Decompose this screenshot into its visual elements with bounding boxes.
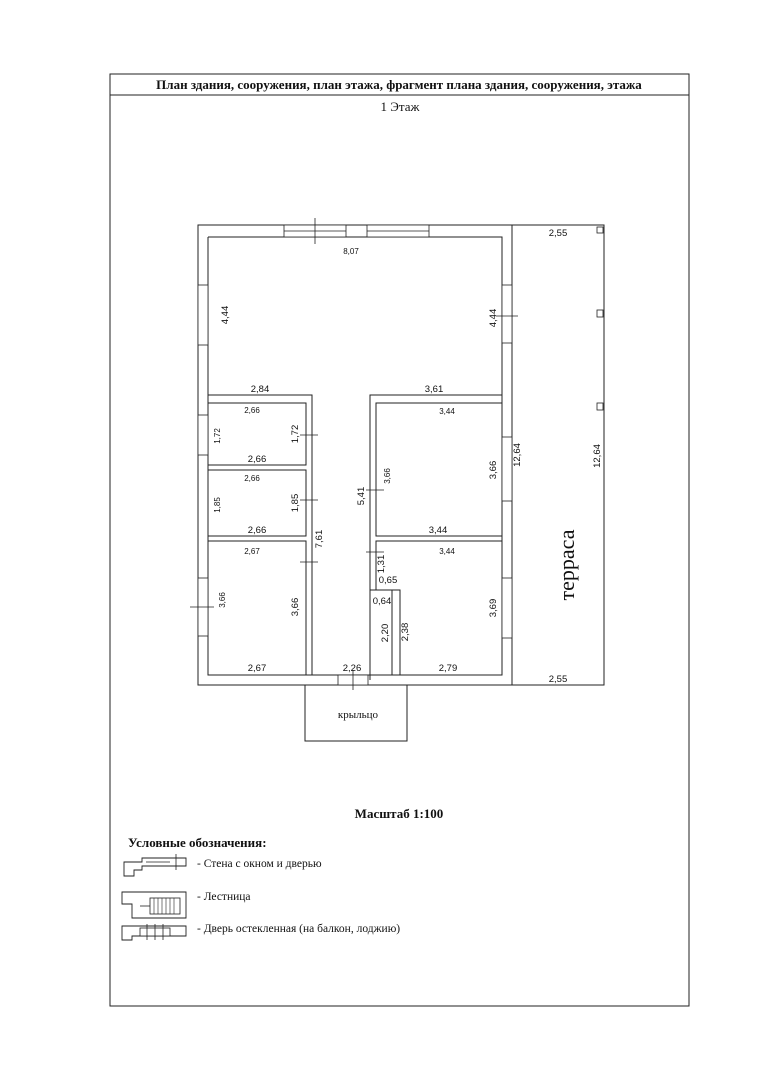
dim-r2-bottom: 2,66 [248, 525, 267, 536]
floor-label: 1 Этаж [381, 99, 421, 114]
stairs-symbol-icon [121, 891, 187, 919]
terrace-post [596, 402, 604, 411]
dim-hall-bottom-left: 2,84 [251, 384, 270, 395]
terrace-post [596, 309, 604, 318]
sheet-frame [109, 73, 690, 1007]
dim-corridor-bottom-h1: 2,20 [380, 624, 391, 643]
dim-r2-top: 2,66 [244, 474, 260, 483]
legend: Условные обозначения: - Стена с окном и … [121, 835, 400, 941]
dim-r5-right: 3,69 [488, 599, 499, 618]
window-left-room1 [197, 414, 209, 456]
dim-r1-top: 2,66 [244, 406, 260, 415]
window-right-hall [501, 284, 513, 344]
dim-r3-bottom: 2,67 [248, 663, 267, 674]
dim-r4-left: 3,66 [383, 468, 392, 484]
dim-hall-right: 4,44 [488, 309, 499, 328]
legend-item-3: - Дверь остекленная (на балкон, лоджию) [197, 923, 400, 935]
dim-top-width: 8,07 [343, 247, 359, 256]
dim-r4-bottom: 3,44 [429, 525, 448, 536]
legend-item-1: - Стена с окном и дверью [197, 858, 322, 870]
dim-corridor-step-w2: 0,64 [373, 596, 392, 607]
dim-corridor-bottom-w: 2,26 [343, 663, 362, 674]
dim-r5-top: 3,44 [439, 547, 455, 556]
window-left-hall [197, 284, 209, 346]
dim-r1-bottom: 2,66 [248, 454, 267, 465]
dim-r3-left: 3,66 [218, 592, 227, 608]
dim-r4-right: 3,66 [488, 461, 499, 480]
window-right-room4 [501, 436, 513, 502]
dim-corridor-step-h: 1,31 [376, 555, 387, 574]
dim-r3-right: 3,66 [290, 598, 301, 617]
dim-r2-right: 1,85 [290, 494, 301, 513]
legend-item-2: - Лестница [197, 891, 251, 903]
wall-window-door-symbol-icon [123, 854, 187, 877]
dim-r1-right: 1,72 [290, 425, 301, 444]
dim-terrace-bottom: 2,55 [549, 674, 568, 685]
dim-corridor-left: 7,61 [314, 530, 325, 549]
dim-house-right: 12,64 [512, 443, 523, 467]
room-5 [375, 540, 503, 676]
room-4 [375, 402, 503, 537]
glazed-door-symbol-icon [121, 924, 187, 941]
outer-wall-outer [197, 224, 513, 686]
room-2 [207, 469, 307, 537]
dim-corridor-step-w1: 0,65 [379, 575, 398, 586]
dim-hall-left: 4,44 [220, 306, 231, 325]
dim-corridor-right-upper: 5,41 [356, 487, 367, 506]
floor-plan: крыльцо терраса 8,07 4,44 4,44 2,84 3,61… [190, 218, 605, 742]
scale-label: Масштаб 1:100 [355, 806, 444, 821]
dim-r5-bottom: 2,79 [439, 663, 458, 674]
dim-terrace-height: 12,64 [592, 444, 603, 468]
dim-r1-left: 1,72 [213, 428, 222, 444]
window-right-room5 [501, 577, 513, 639]
terrace-label: терраса [554, 529, 579, 600]
legend-heading: Условные обозначения: [128, 835, 267, 850]
hall-inner-left [208, 394, 313, 675]
dim-r2-left: 1,85 [213, 497, 222, 513]
sheet-title: План здания, сооружения, план этажа, фра… [156, 77, 642, 92]
terrace-post [596, 226, 604, 234]
terrace-outline [511, 224, 605, 686]
porch-label: крыльцо [338, 709, 379, 721]
dim-corridor-bottom-h2: 2,38 [400, 623, 411, 642]
dim-hall-bottom-right: 3,61 [425, 384, 444, 395]
dim-r3-top: 2,67 [244, 547, 260, 556]
dim-terrace-top: 2,55 [549, 228, 568, 239]
dim-r4-top: 3,44 [439, 407, 455, 416]
